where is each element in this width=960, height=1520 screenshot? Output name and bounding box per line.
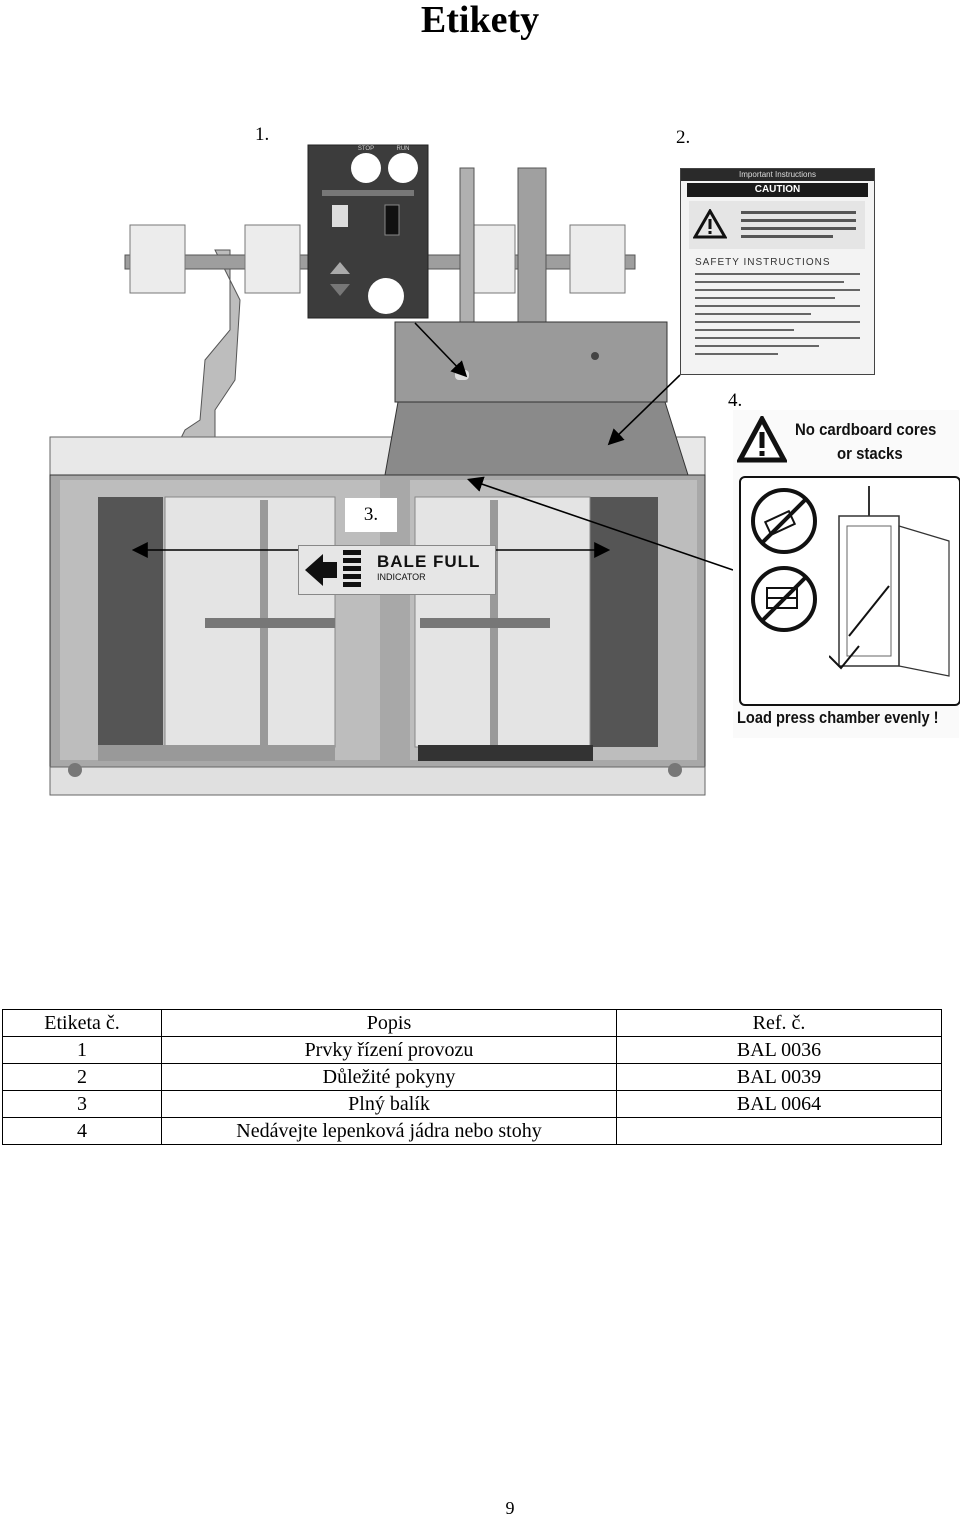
bale-full-line2: INDICATOR [377,572,426,582]
cell-description: Plný balík [161,1090,617,1118]
no-cores-prohibited-icon [751,488,817,554]
callout-3: 3. [345,498,397,532]
callout-1: 1. [255,124,270,145]
no-cores-line1: No cardboard cores [795,420,937,439]
arrow-4 [466,476,734,571]
page-number: 9 [505,1498,515,1518]
table-row: 3 Plný balík BAL 0064 [2,1090,942,1118]
cell-description: Prvky řízení provozu [161,1036,617,1064]
caution-banner: CAUTION [687,183,868,197]
no-cores-line2: or stacks [837,444,903,463]
header-label-number: Etiketa č. [2,1009,162,1037]
cell-reference [616,1117,942,1145]
page-title: Etikety [420,0,540,41]
callout-2: 2. [676,127,691,148]
labels-table: Etiketa č. Popis Ref. č. 1 Prvky řízení … [2,1009,942,1145]
callout-4: 4. [728,390,743,411]
header-reference: Ref. č. [616,1009,942,1037]
table-row: 2 Důležité pokyny BAL 0039 [2,1063,942,1091]
control-panel-sticker: STOP RUN [307,144,429,319]
safety-heading: SAFETY INSTRUCTIONS [695,257,831,268]
cell-reference: BAL 0039 [616,1063,942,1091]
table-row: 1 Prvky řízení provozu BAL 0036 [2,1036,942,1064]
no-cores-footer: Load press chamber evenly ! [737,708,939,727]
arrow-1 [414,322,468,378]
warning-triangle-icon [693,209,727,239]
no-stacks-prohibited-icon [751,566,817,632]
bale-full-sticker: BALE FULL INDICATOR [298,545,496,595]
cell-reference: BAL 0064 [616,1090,942,1118]
caution-header: Important Instructions [681,169,874,181]
press-chamber-diagram [829,486,950,677]
bale-full-line1: BALE FULL [377,552,481,571]
cell-label-number: 4 [2,1117,162,1145]
lamp-left-label: STOP [358,146,374,152]
cell-description: Důležité pokyny [161,1063,617,1091]
arrow-left-icon [305,554,337,586]
table-row: 4 Nedávejte lepenková jádra nebo stohy [2,1117,942,1145]
cell-reference: BAL 0036 [616,1036,942,1064]
arrow-2 [607,374,681,446]
cell-label-number: 1 [2,1036,162,1064]
cell-label-number: 3 [2,1090,162,1118]
no-cardboard-sticker: No cardboard cores or stacks Load press … [733,410,960,738]
header-description: Popis [161,1009,617,1037]
cell-description: Nedávejte lepenková jádra nebo stohy [161,1117,617,1145]
table-header-row: Etiketa č. Popis Ref. č. [2,1009,942,1037]
lamp-right-label: RUN [397,146,410,152]
warning-triangle-icon [737,416,787,463]
cell-label-number: 2 [2,1063,162,1091]
caution-sticker: Important Instructions CAUTION SAFETY IN… [680,168,875,375]
